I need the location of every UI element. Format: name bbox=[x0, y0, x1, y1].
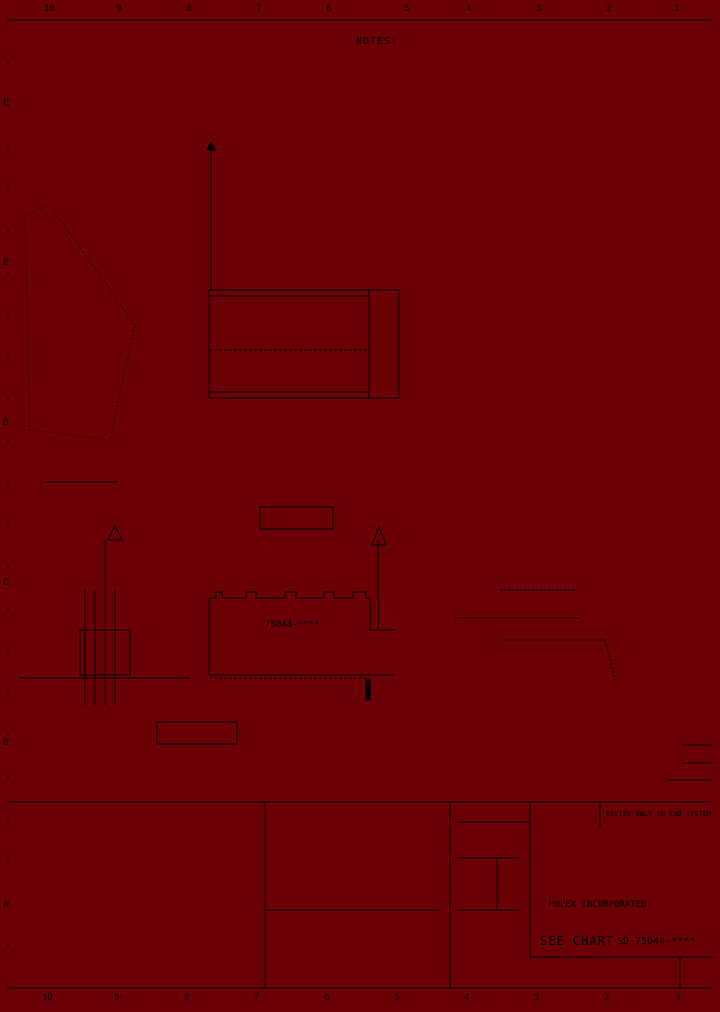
zone-bottom-1: 1 bbox=[676, 993, 682, 1003]
revise-notice: REVISE ONLY ON CAD SYSTEM bbox=[606, 810, 712, 818]
zone-bottom-9: 9 bbox=[114, 993, 120, 1003]
company-name: MOLEX INCORPORATED bbox=[549, 900, 647, 910]
zone-top-1: 1 bbox=[674, 4, 680, 14]
zone-top-4: 4 bbox=[466, 4, 472, 14]
zone-top-7: 7 bbox=[256, 4, 262, 14]
see-chart-label: SEE CHART bbox=[540, 934, 615, 948]
zone-top-9: 9 bbox=[116, 4, 122, 14]
connector-top-view bbox=[208, 289, 370, 399]
zone-bottom-7: 7 bbox=[254, 993, 260, 1003]
zone-top-3: 3 bbox=[536, 4, 542, 14]
zone-side-b: B bbox=[3, 738, 9, 748]
zone-top-8: 8 bbox=[186, 4, 192, 14]
zone-top-5: 5 bbox=[404, 4, 410, 14]
zone-top-10: 10 bbox=[44, 4, 55, 14]
zone-top-2: 2 bbox=[606, 4, 612, 14]
zone-bottom-4: 4 bbox=[464, 993, 470, 1003]
zone-top-6: 6 bbox=[326, 4, 332, 14]
zone-bottom-3: 3 bbox=[534, 993, 540, 1003]
zone-bottom-5: 5 bbox=[394, 993, 400, 1003]
drawing-number: SD-75044-**** bbox=[617, 936, 696, 947]
zone-side-c: C bbox=[3, 578, 9, 588]
zone-bottom-2: 2 bbox=[604, 993, 610, 1003]
notes-heading: NOTES: bbox=[356, 36, 399, 47]
zone-side-a: A bbox=[3, 900, 9, 910]
connector-front-view bbox=[208, 591, 395, 676]
isometric-view bbox=[24, 204, 136, 441]
zone-bottom-6: 6 bbox=[324, 993, 330, 1003]
zone-bottom-10: 10 bbox=[42, 993, 53, 1003]
zone-side-d: D bbox=[3, 418, 9, 428]
zone-side-f: F bbox=[3, 98, 9, 108]
part-label: 75044-**** bbox=[265, 620, 320, 630]
zone-bottom-8: 8 bbox=[184, 993, 190, 1003]
zone-side-e: E bbox=[3, 258, 9, 268]
